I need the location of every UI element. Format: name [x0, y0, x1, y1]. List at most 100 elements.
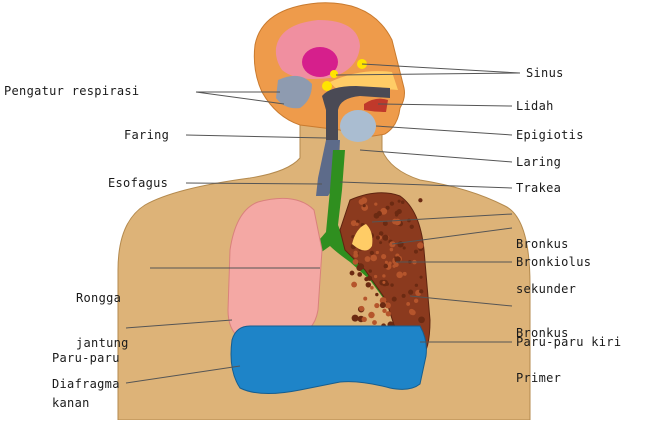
label-epiglotis: Epigiotis	[516, 128, 584, 142]
leader-line	[185, 134, 327, 139]
lung-texture-dot	[349, 270, 355, 276]
lung-texture-dot	[394, 213, 399, 217]
label-bronkiolus: Bronkiolus	[516, 255, 592, 269]
lung-texture-dot	[373, 274, 378, 279]
lung-texture-dot	[382, 280, 386, 284]
lung-texture-dot	[406, 302, 411, 306]
lung-texture-dot	[368, 311, 375, 319]
label-trakea: Trakea	[516, 181, 562, 195]
lung-texture-dot	[384, 302, 391, 309]
epiglottis	[340, 110, 376, 142]
lung-texture-dot	[383, 263, 389, 269]
leader-line	[391, 227, 513, 245]
lung-texture-dot	[408, 289, 414, 295]
label-faring: Faring	[124, 128, 170, 142]
lung-texture-dot	[381, 254, 387, 260]
brainstem	[276, 75, 312, 109]
label-bronkus-primer-line1: Bronkus	[516, 326, 569, 340]
lung-texture-dot	[362, 203, 366, 208]
lung-texture-dot	[361, 316, 367, 323]
lung-texture-dot	[375, 250, 379, 255]
label-paru-kanan: Paru-paru kanan	[52, 321, 120, 441]
lung-texture-dot	[419, 289, 424, 294]
label-rongga-jantung-line1: Rongga	[76, 291, 122, 305]
lung-texture-dot	[391, 296, 397, 302]
lung-texture-dot	[390, 283, 394, 287]
leader-line	[409, 295, 513, 307]
lung-texture-dot	[382, 308, 387, 314]
leader-line	[371, 213, 513, 223]
lung-texture-dot	[357, 272, 363, 277]
label-laring: Laring	[516, 155, 562, 169]
lung-texture-dot	[397, 199, 401, 203]
lung-texture-dot	[364, 256, 371, 262]
pharynx	[322, 86, 390, 146]
lung-texture-dot	[373, 212, 380, 219]
respiratory-center	[302, 47, 338, 77]
lung-texture-dot	[379, 297, 387, 305]
leader-line	[361, 63, 521, 74]
lung-texture-dot	[413, 249, 418, 254]
lung-texture-dot	[369, 250, 375, 256]
lung-texture-dot	[418, 198, 423, 203]
lung-texture-dot	[407, 218, 411, 223]
diaphragm	[230, 325, 427, 394]
lung-texture-dot	[358, 305, 365, 312]
lung-texture-dot	[409, 309, 416, 315]
heart-cavity	[352, 224, 373, 251]
leader-line	[339, 181, 513, 189]
lung-texture-dot	[384, 260, 388, 264]
lung-texture-dot	[382, 221, 388, 226]
label-esofagus: Esofagus	[108, 176, 169, 190]
leader-line	[377, 103, 513, 107]
label-bronkus-sekunder-line1: Bronkus	[516, 237, 569, 251]
lung-texture-dot	[375, 235, 380, 240]
lung-texture-dot	[356, 219, 360, 224]
lung-texture-dot	[374, 202, 378, 206]
lung-texture-dot	[350, 220, 357, 227]
leader-line	[195, 91, 285, 105]
sinus-dot	[330, 70, 338, 78]
lung-texture-dot	[385, 205, 390, 210]
lung-texture-dot	[365, 282, 372, 288]
label-diafragma: Diafragma	[52, 377, 120, 391]
lung-texture-dot	[414, 283, 419, 287]
leader-line	[359, 149, 513, 163]
label-paru-kiri: Paru-paru kiri	[516, 335, 622, 349]
lung-texture-dot	[351, 281, 358, 288]
label-bronkus-primer-line2: Primer	[516, 371, 562, 385]
label-paru-kanan-line1: Paru-paru	[52, 351, 120, 365]
lung-texture-dot	[419, 275, 423, 279]
lung-texture-dot	[385, 311, 392, 317]
label-lidah: Lidah	[516, 99, 554, 113]
lung-texture-dot	[401, 293, 406, 298]
lung-texture-dot	[368, 269, 372, 273]
lung-texture-dot	[380, 207, 388, 215]
lung-texture-dot	[389, 201, 395, 206]
lung-texture-dot	[372, 320, 377, 325]
label-rongga-jantung: Rongga jantung	[76, 261, 129, 381]
lung-texture-dot	[375, 292, 379, 297]
lung-texture-dot	[394, 218, 401, 226]
lung-texture-dot	[353, 250, 358, 255]
lung-texture-dot	[366, 275, 373, 281]
lung-texture-dot	[418, 316, 425, 324]
tongue	[364, 98, 388, 112]
lung-texture-dot	[370, 286, 374, 290]
lung-texture-dot	[370, 254, 378, 262]
leader-line	[335, 72, 521, 76]
lung-texture-dot	[378, 231, 384, 236]
lung-texture-dot	[379, 241, 383, 245]
anatomy-illustration	[117, 2, 531, 421]
leader-line	[125, 319, 233, 329]
sinus-dot	[322, 81, 332, 91]
label-paru-kanan-line2: kanan	[52, 396, 90, 410]
lung-texture-dot	[379, 302, 386, 309]
leader-lines	[125, 63, 521, 384]
lung-texture-dot	[356, 265, 363, 272]
respiratory-diagram: Sinus Lidah Epigiotis Laring Trakea Bron…	[4, 2, 622, 421]
lung-texture-dot	[374, 302, 380, 309]
label-bronkus-sekunder: Bronkus sekunder	[516, 207, 576, 327]
label-bronkus-primer: Bronkus Primer	[516, 296, 569, 416]
lung-texture-dot	[382, 234, 389, 241]
